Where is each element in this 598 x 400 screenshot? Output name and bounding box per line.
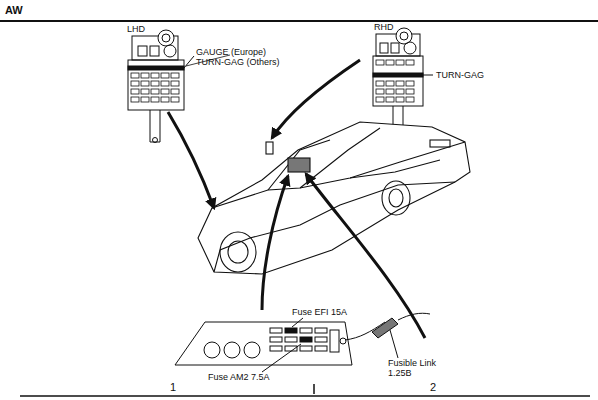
connector-name: TURN-GAG: [436, 70, 484, 80]
pointer-arrows: [168, 60, 425, 338]
grid-number: 2: [430, 381, 436, 393]
fuse-panel: [175, 318, 352, 372]
connector-name: GAUGE (Europe): [196, 47, 266, 57]
fuse-label: Fuse AM2 7.5A: [208, 372, 270, 382]
fuse-label: Fuse EFI 15A: [292, 307, 347, 317]
page-code: AW: [5, 4, 23, 16]
top-rule: [0, 20, 598, 22]
grid-number: 1: [170, 381, 176, 393]
bottom-rule: [20, 395, 590, 397]
car-outline: [198, 122, 470, 274]
variant-label: RHD: [374, 22, 394, 32]
connector-name: TURN-GAG (Others): [196, 57, 280, 67]
junction-block-lhd: [128, 30, 194, 143]
fusible-link-label: Fusible Link 1.25B: [388, 358, 440, 378]
variant-label: LHD: [127, 24, 145, 34]
tick-mark: [313, 384, 315, 394]
fusible-link: [340, 313, 430, 358]
